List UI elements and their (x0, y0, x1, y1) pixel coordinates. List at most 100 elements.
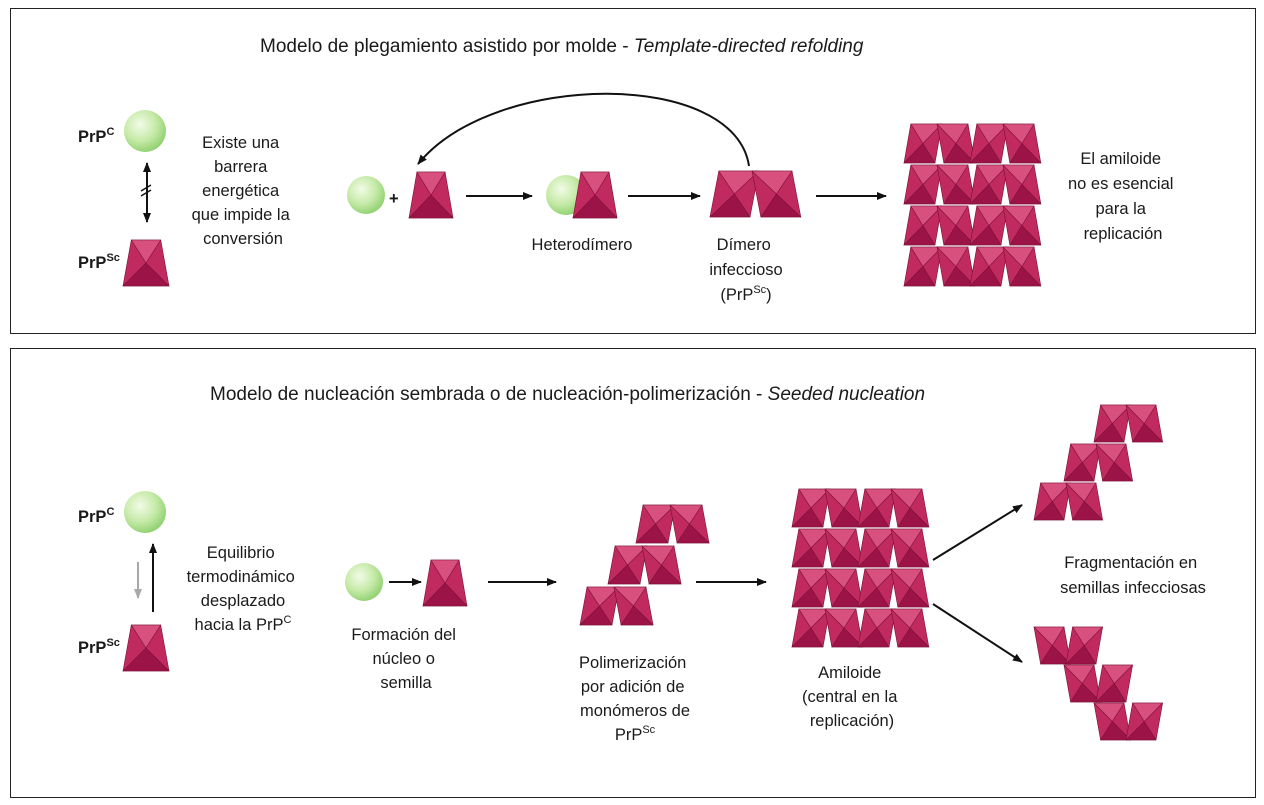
bottom-prpsc-trapezoid-icon (122, 624, 170, 672)
tile-facet (936, 164, 969, 185)
tile-facet (943, 184, 976, 205)
tile-facet (798, 568, 831, 589)
tile-facet (943, 143, 976, 164)
tile-facet (1009, 184, 1042, 205)
tile-facet (1040, 482, 1072, 502)
tile-facet (751, 170, 793, 195)
tile-facet (798, 608, 831, 629)
tile-facet (936, 123, 969, 144)
tile-facet (864, 528, 897, 549)
tile-facet (798, 528, 831, 549)
infectious-dimer-icon (709, 170, 802, 218)
tile-facet (1095, 683, 1127, 703)
tile-facet (857, 587, 890, 608)
bottom-amyloid-grid-icon (791, 488, 930, 648)
tile-facet (1132, 423, 1164, 443)
tile-facet (824, 488, 857, 509)
trapezoid-facet (408, 194, 454, 219)
heterodimer-label: Heterodímero (532, 236, 633, 254)
trapezoid-facet (430, 559, 460, 584)
tile-facet (791, 547, 824, 568)
tile-facet (718, 170, 760, 195)
tile-facet (642, 504, 676, 525)
tile-facet (1065, 645, 1097, 665)
tile-facet (1040, 645, 1072, 665)
template-refolding-panel (10, 8, 1256, 334)
heterodimer-trapezoid-icon (572, 171, 618, 219)
tile-facet (890, 488, 923, 509)
tile-facet (910, 205, 943, 226)
equilibrium-text: Equilibrio termodinámico desplazado (187, 544, 300, 610)
tile-facet (969, 225, 1002, 246)
tile-facet (1095, 443, 1127, 463)
tile-facet (798, 488, 831, 509)
tile-facet (1102, 664, 1134, 684)
tile-facet (831, 507, 864, 528)
tile-facet (910, 246, 943, 267)
bottom-prpc-sphere-icon (124, 491, 166, 533)
polymerization-text: Polimerización por adición de monómeros … (579, 654, 691, 720)
tile-facet (586, 586, 620, 607)
trapezoid-facet (122, 262, 170, 287)
top-reactant-sphere-icon (347, 176, 385, 214)
tile-facet (791, 507, 824, 528)
tile-facet (579, 605, 613, 626)
tile-facet (824, 528, 857, 549)
tile-facet (943, 266, 976, 287)
tile-facet (1033, 626, 1065, 646)
infectious-dimer-label: Dímero infeccioso (709, 236, 782, 279)
trapezoid-facet (416, 171, 446, 196)
tile-facet (903, 184, 936, 205)
top-prpsc-trapezoid-icon (122, 239, 170, 287)
trapezoid-facet (422, 582, 468, 607)
nucleus-sphere-icon (345, 563, 383, 601)
infectious-dimer-prpsc: (PrPSc) (720, 284, 771, 304)
tile-facet (857, 507, 890, 528)
tile-facet (760, 193, 802, 218)
top-prpc-label: PrPC (78, 126, 114, 146)
tile-facet (976, 164, 1009, 185)
tile-facet (824, 568, 857, 589)
tile-facet (864, 608, 897, 629)
tile-facet (1093, 423, 1125, 443)
plus-sign: + (389, 190, 399, 208)
fragment-arrow-up (932, 504, 1023, 561)
tile-facet (1093, 702, 1125, 722)
tile-facet (831, 587, 864, 608)
top-prpc-sphere-icon (124, 110, 166, 152)
tile-facet (620, 605, 654, 626)
tile-facet (613, 586, 647, 607)
tile-facet (864, 488, 897, 509)
tile-facet (857, 627, 890, 648)
fragmentation-text: Fragmentación en semillas infecciosas (1060, 554, 1206, 597)
tile-facet (897, 507, 930, 528)
tile-facet (1063, 664, 1095, 684)
tile-facet (897, 547, 930, 568)
tile-facet (1033, 501, 1065, 521)
tile-facet (635, 523, 669, 544)
tile-facet (1102, 462, 1134, 482)
tile-facet (903, 225, 936, 246)
tile-facet (1100, 721, 1132, 741)
trapezoid-facet (130, 239, 162, 264)
tile-facet (1100, 404, 1132, 424)
nucleus-trapezoid-icon (422, 559, 468, 607)
top-barrier-text: Existe una barrera energética que impide… (192, 134, 295, 248)
tile-facet (1132, 702, 1164, 722)
tile-facet (976, 246, 1009, 267)
bottom-prpsc-label: PrPSc (78, 637, 120, 657)
tile-facet (890, 528, 923, 549)
tile-facet (607, 564, 641, 585)
tile-facet (1002, 246, 1035, 267)
tile-facet (976, 123, 1009, 144)
nucleus-text: Formación del núcleo o semilla (351, 626, 460, 692)
tile-facet (824, 608, 857, 629)
tile-facet (1070, 683, 1102, 703)
tile-facet (969, 266, 1002, 287)
tile-facet (943, 225, 976, 246)
tile-facet (1125, 721, 1157, 741)
tile-facet (1002, 205, 1035, 226)
top-amyloid-text: El amiloide no es esencial para la repli… (1068, 150, 1178, 243)
tile-facet (969, 143, 1002, 164)
